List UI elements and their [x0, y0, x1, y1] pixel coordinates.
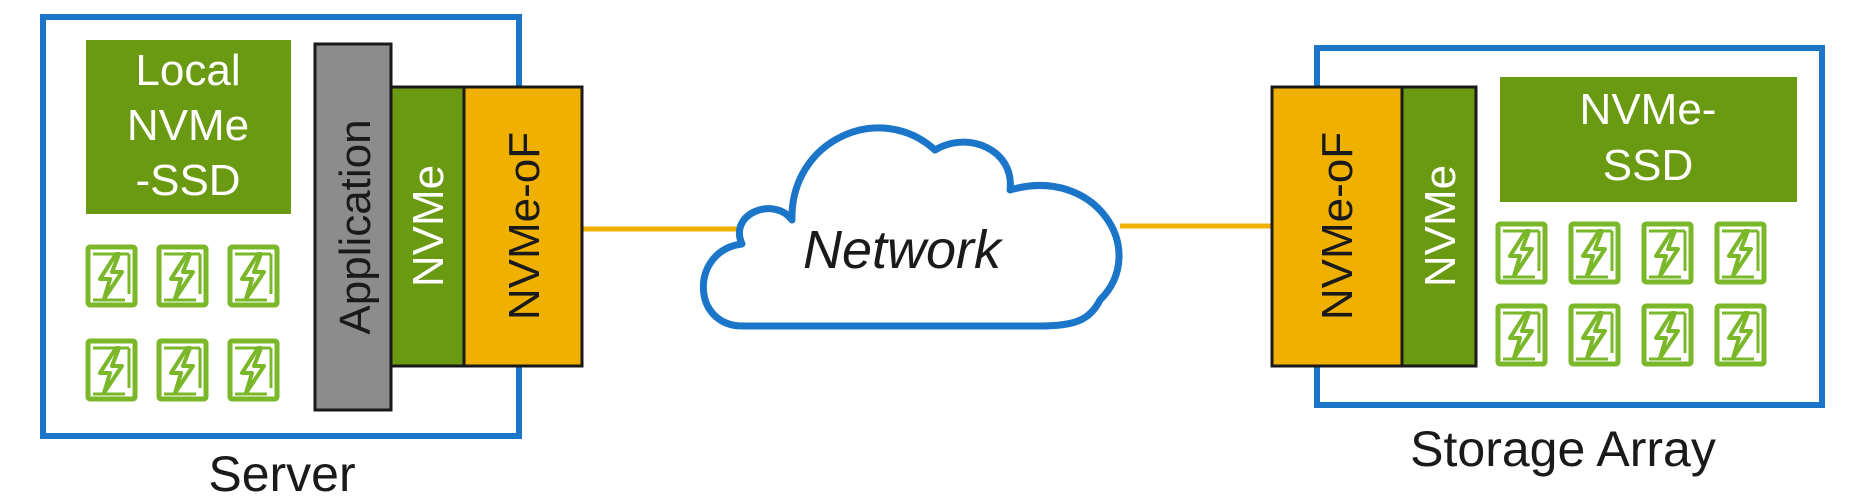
server-group: Local NVMe -SSD Application NVMe NVMe-oF… [40, 14, 584, 501]
local-ssd-label-line-1: Local [135, 46, 240, 95]
local-nvme-ssd-box [86, 40, 291, 214]
server-nvmeof-label: NVMe-oF [500, 132, 549, 320]
storage-array-group: NVMe-oF NVMe NVMe- SSD Storage Array [1270, 45, 1825, 477]
server-label: Server [208, 446, 355, 501]
ssd-lightning-icon [1717, 306, 1764, 364]
cloud-icon: Network [699, 124, 1123, 330]
server-nvmeof-layer [462, 85, 584, 368]
network-label: Network [803, 220, 1004, 280]
server-nvme-label: NVMe [404, 165, 453, 287]
nvme-ssd-box [1500, 77, 1797, 202]
ssd-lightning-icon [1571, 224, 1618, 282]
local-ssd-label-line-3: -SSD [135, 156, 240, 205]
storage-nvme-label: NVMe [1416, 165, 1465, 287]
ssd-lightning-icon [1498, 306, 1545, 364]
ssd-lightning-icon [159, 247, 206, 305]
ssd-lightning-icon [1571, 306, 1618, 364]
local-ssd-label-line-2: NVMe [127, 101, 249, 150]
storage-nvmeof-label: NVMe-oF [1313, 132, 1362, 320]
ssd-lightning-icon [1717, 224, 1764, 282]
ssd-label-line-2: SSD [1603, 141, 1693, 190]
ssd-lightning-icon [230, 247, 277, 305]
ssd-lightning-icon [1498, 224, 1545, 282]
ssd-lightning-icon [1644, 306, 1691, 364]
storage-nvme-layer [1400, 85, 1478, 368]
application-label: Application [331, 119, 380, 334]
storage-nvmeof-layer [1270, 85, 1404, 368]
ssd-lightning-icon [88, 341, 135, 399]
ssd-lightning-icon [1644, 224, 1691, 282]
ssd-lightning-icon [230, 341, 277, 399]
application-layer [313, 42, 393, 412]
ssd-lightning-icon [88, 247, 135, 305]
storage-array-label: Storage Array [1410, 421, 1716, 477]
ssd-label-line-1: NVMe- [1580, 85, 1717, 134]
ssd-lightning-icon [159, 341, 206, 399]
server-nvme-layer [389, 85, 466, 368]
